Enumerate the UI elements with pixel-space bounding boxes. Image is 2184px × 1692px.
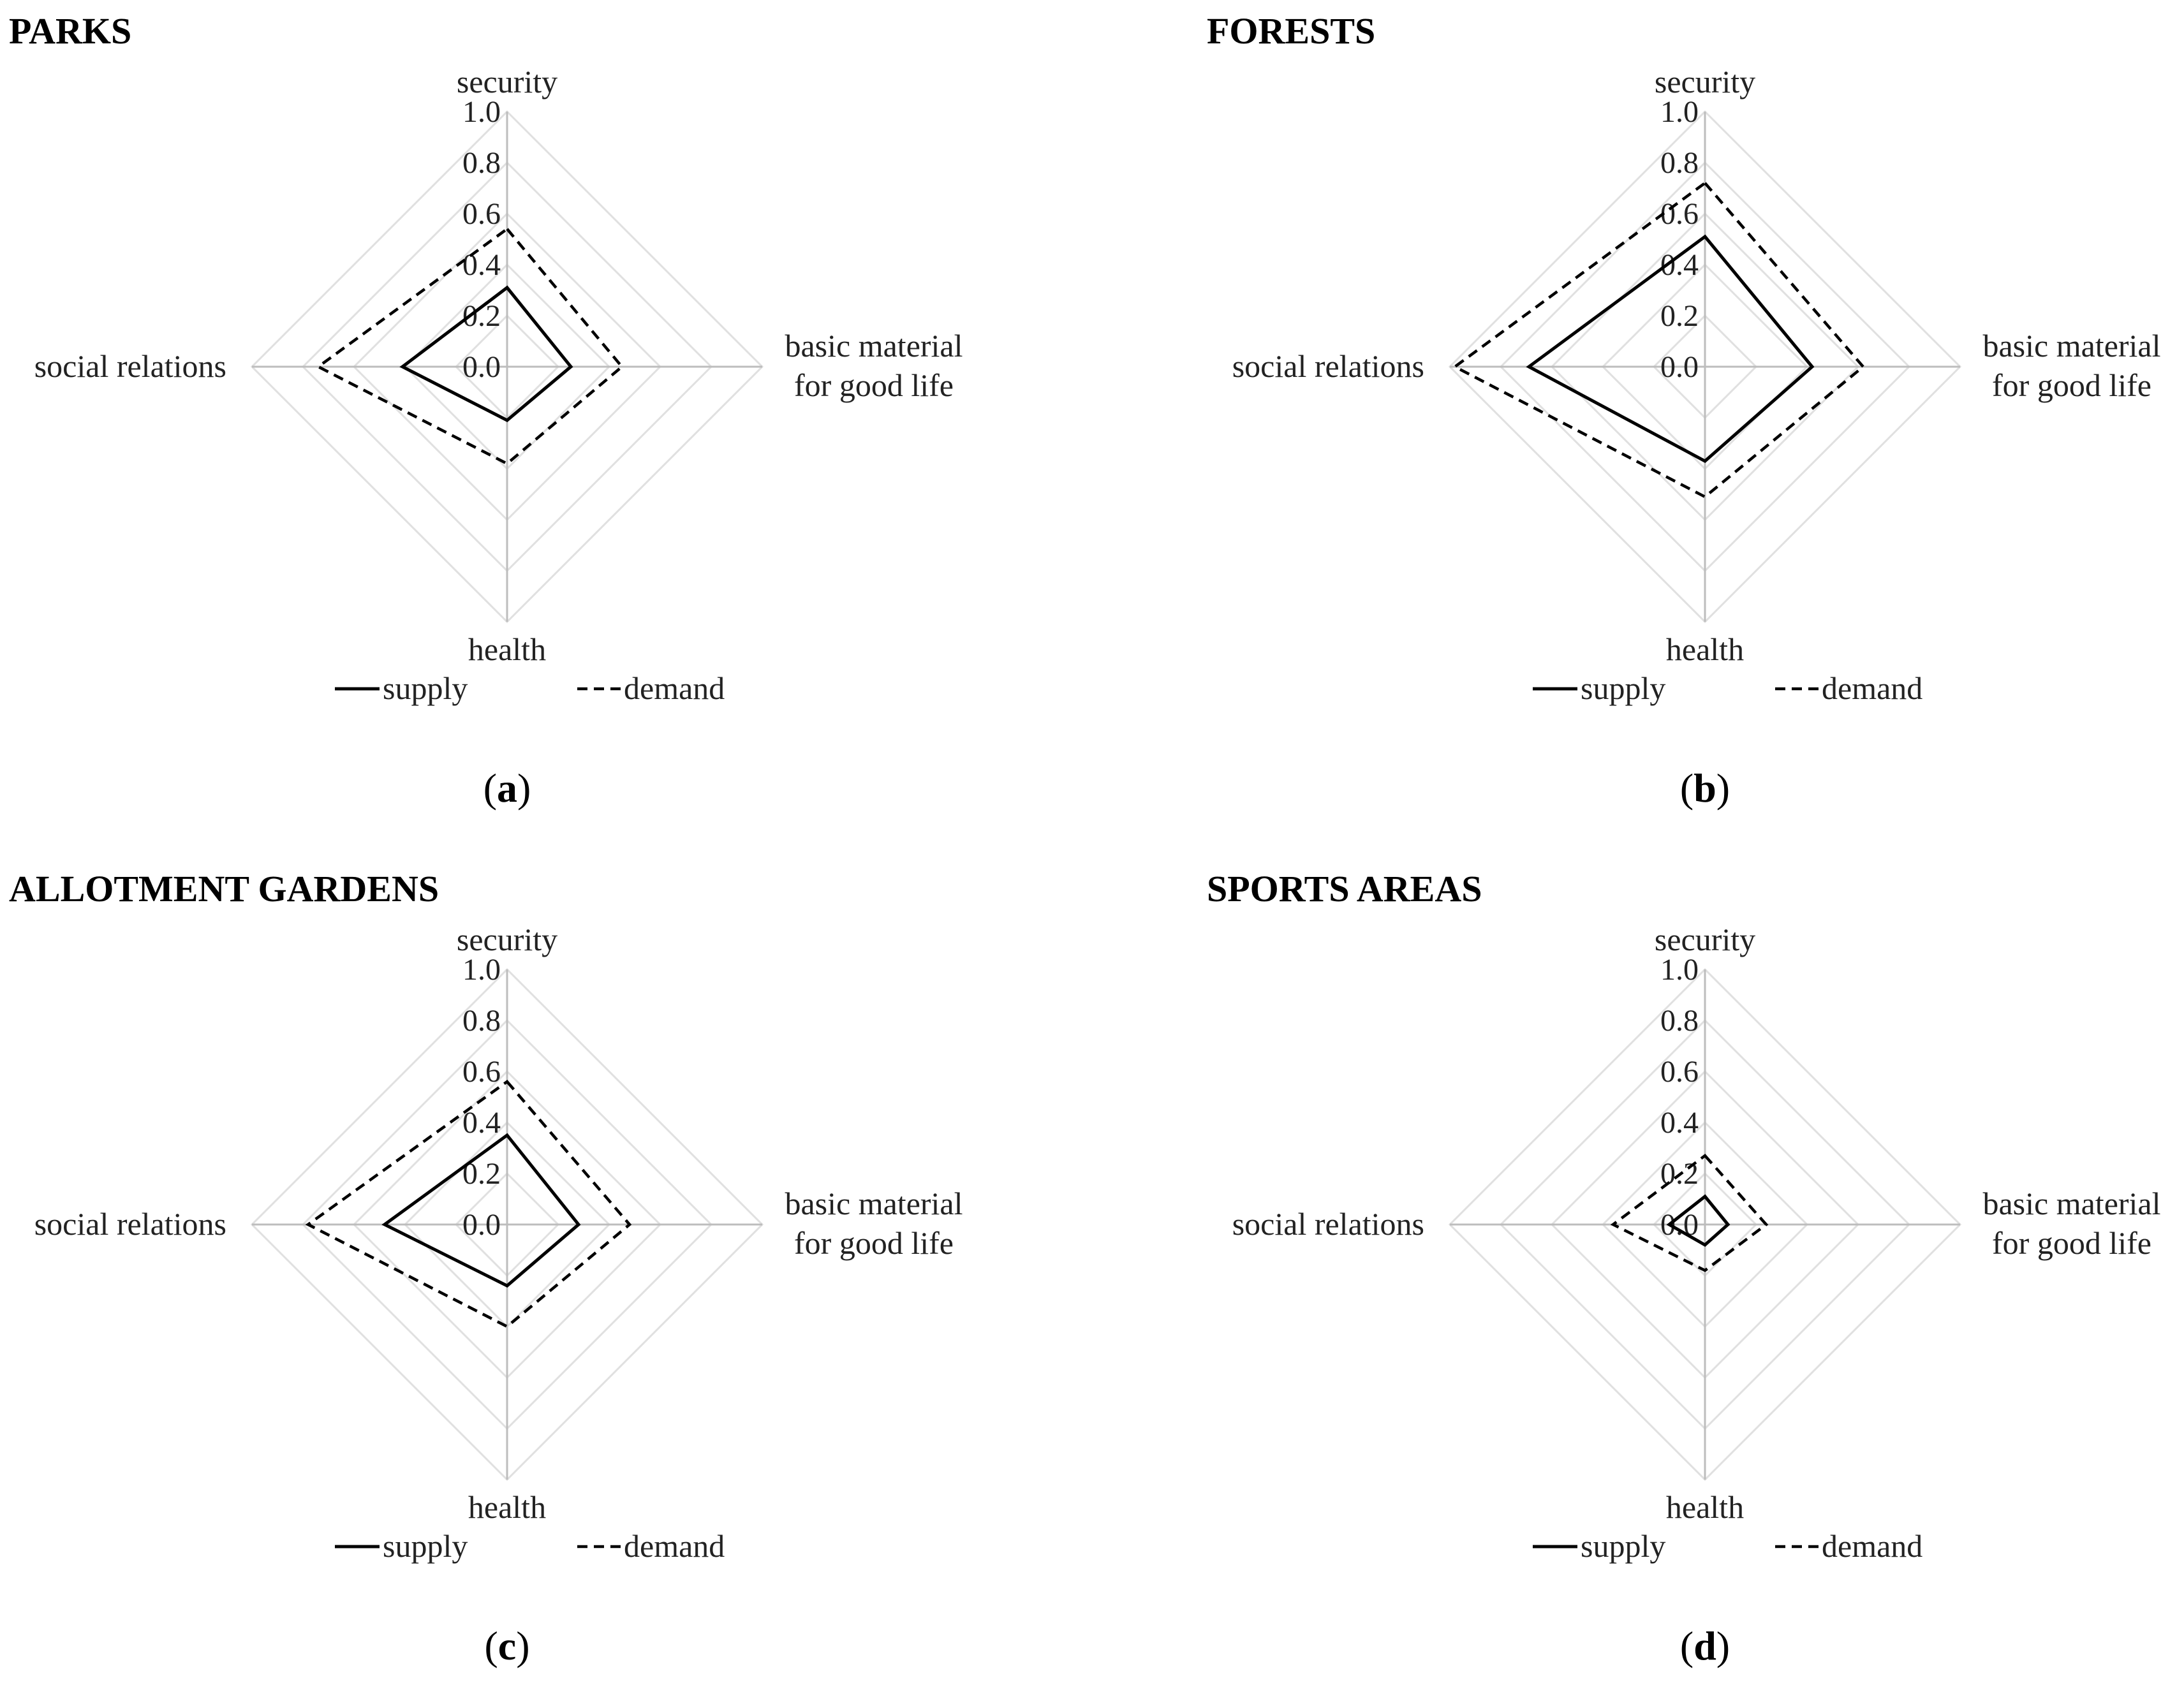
axis-label-security: security <box>457 922 557 957</box>
tick-label: 0.6 <box>462 1055 501 1089</box>
axis-label-security: security <box>457 64 557 99</box>
axis-label-security: security <box>1655 922 1755 957</box>
tick-label: 0.4 <box>462 248 501 282</box>
axis-label-social-relations: social relations <box>1232 1206 1424 1242</box>
tick-label: 1.0 <box>462 953 501 987</box>
legend-demand-label: demand <box>624 1528 725 1564</box>
legend-supply-label: supply <box>383 670 468 706</box>
axis-label-social-relations: social relations <box>1232 348 1424 384</box>
axis-label-health: health <box>1666 631 1744 667</box>
panel-title: SPORTS AREAS <box>1207 868 1482 909</box>
axis-label-social-relations: social relations <box>34 1206 226 1242</box>
panel-caption: (d) <box>1680 1623 1730 1668</box>
legend: supply demand <box>335 670 725 706</box>
series-supply-line <box>381 1133 581 1288</box>
tick-label: 1.0 <box>1660 95 1699 129</box>
series-supply-line <box>399 285 573 422</box>
legend: supply demand <box>335 1528 725 1564</box>
tick-label: 0.6 <box>1660 197 1699 231</box>
series-supply-line <box>1666 1194 1730 1247</box>
axis-label-health: health <box>468 631 546 667</box>
panel-title: FORESTS <box>1207 10 1375 52</box>
legend-supply-label: supply <box>383 1528 468 1564</box>
tick-label: 0.2 <box>1660 299 1699 333</box>
tick-label: 0.4 <box>462 1106 501 1140</box>
series-supply-line <box>1526 234 1815 464</box>
legend: supply demand <box>1533 670 1922 706</box>
panel-caption: (b) <box>1680 765 1730 811</box>
series-demand-line <box>315 226 624 466</box>
series-demand-line <box>1610 1153 1769 1272</box>
tick-label: 1.0 <box>462 95 501 129</box>
axis-label-security: security <box>1655 64 1755 99</box>
legend: supply demand <box>1533 1528 1922 1564</box>
tick-label: 0.8 <box>1660 146 1699 180</box>
axis-label-social-relations: social relations <box>34 348 226 384</box>
panel-title: PARKS <box>9 10 131 52</box>
tick-label: 0.6 <box>462 197 501 231</box>
legend-demand-label: demand <box>624 670 725 706</box>
panel-caption: (c) <box>484 1623 529 1668</box>
tick-label: 0.0 <box>1660 350 1699 384</box>
series-demand-line <box>1452 180 1866 499</box>
panel-caption: (a) <box>483 765 531 811</box>
tick-label: 0.8 <box>1660 1004 1699 1038</box>
legend-demand-label: demand <box>1822 670 1922 706</box>
tick-label: 0.8 <box>462 146 501 180</box>
panel-title: ALLOTMENT GARDENS <box>9 868 439 909</box>
series-demand-line <box>305 1079 632 1328</box>
tick-label: 1.0 <box>1660 953 1699 987</box>
axis-label-health: health <box>468 1489 546 1525</box>
tick-label: 0.0 <box>462 1208 501 1242</box>
tick-label: 0.0 <box>462 350 501 384</box>
tick-label: 0.4 <box>1660 1106 1699 1140</box>
legend-demand-label: demand <box>1822 1528 1922 1564</box>
legend-supply-label: supply <box>1581 1528 1665 1564</box>
tick-label: 0.8 <box>462 1004 501 1038</box>
radar-panel-c: ALLOTMENT GARDENS0.00.20.40.60.81.0secur… <box>9 868 963 1668</box>
radar-panel-d: SPORTS AREAS0.00.20.40.60.81.0securityba… <box>1207 868 2161 1668</box>
tick-label: 0.6 <box>1660 1055 1699 1089</box>
legend-supply-label: supply <box>1581 670 1665 706</box>
axis-label-health: health <box>1666 1489 1744 1525</box>
